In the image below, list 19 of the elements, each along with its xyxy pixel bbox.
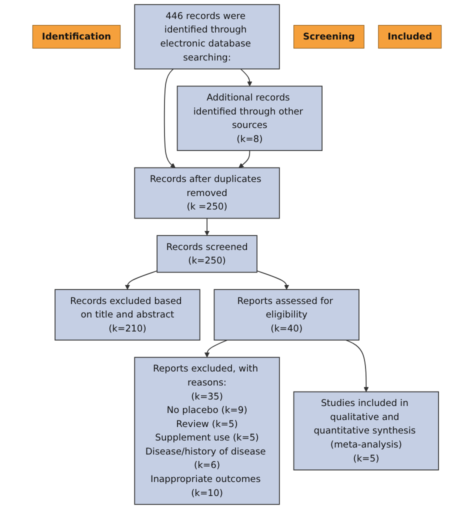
arrow xyxy=(256,270,290,290)
arrow xyxy=(124,270,158,290)
arrow xyxy=(164,68,176,168)
node-box: Screening xyxy=(293,25,364,49)
node-box: Identification xyxy=(32,25,121,49)
arrow xyxy=(204,218,210,236)
node-box: Records excluded based on title and abstract (k=210) xyxy=(54,289,200,341)
node-box: 446 records were identified through electronic database searching: xyxy=(134,4,280,70)
arrow xyxy=(240,68,252,86)
arrow xyxy=(346,340,369,392)
node-box: Reports assessed for eligibility (k=40) xyxy=(214,289,360,341)
node-box: Records after duplicates removed (k =250) xyxy=(134,167,280,219)
node-box: Records screened (k=250) xyxy=(156,235,258,273)
arrow xyxy=(204,340,228,358)
node-box: Additional records identified through other sources (k=8) xyxy=(176,86,322,151)
arrow xyxy=(238,150,250,168)
node-box: Reports excluded, with reasons: (k=35) No placebo (k=9) Review (k=5) Supplement use (k=5) Disease/history of disease (k=6) Inappropriate outcomes (k=10) xyxy=(134,356,280,505)
node-box: Studies included in qualitative and quantitative synthesis (meta-analysis) (k=5) xyxy=(293,391,439,470)
node-box: Included xyxy=(378,25,442,49)
